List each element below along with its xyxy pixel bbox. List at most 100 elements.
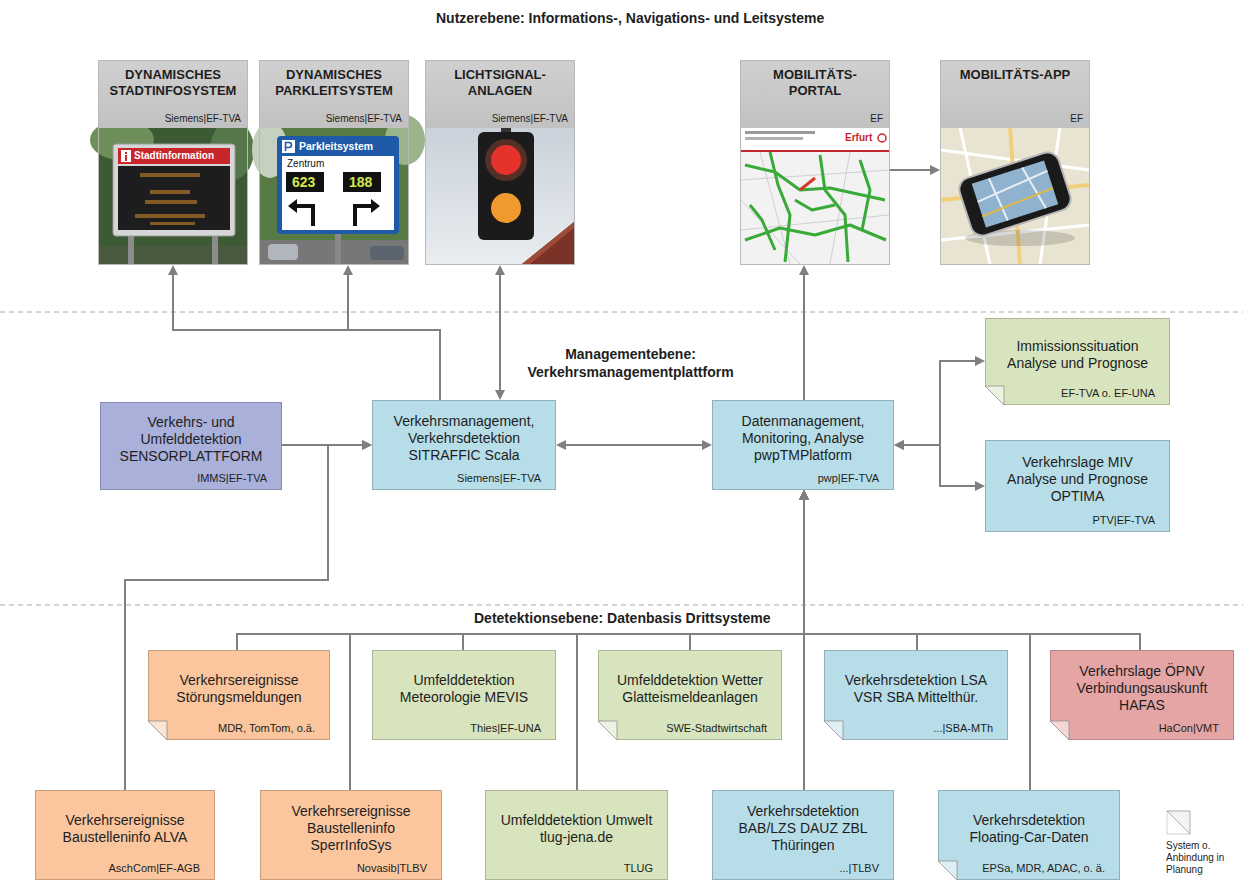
connector-line — [463, 500, 804, 650]
provider-label: AschCom|EF-AGB — [50, 862, 200, 875]
connector — [894, 440, 985, 491]
traffic-light-photo-part — [485, 139, 527, 181]
box-text: Verkehrsdetektion Floating-Car-Daten — [953, 798, 1105, 859]
fold-flap — [598, 721, 617, 740]
connector — [350, 490, 809, 790]
city-info-photo-part — [113, 144, 235, 236]
box-text: Verkehrsmanagement, Verkehrsdetektion SI… — [387, 408, 541, 469]
process-box: Umfelddetektion Wetter Glatteismeldeanla… — [598, 650, 782, 740]
card-photo-frame — [99, 128, 247, 264]
arrow-head — [556, 440, 566, 450]
arrow-head — [799, 490, 809, 500]
provider-label: Siemens|EF-TVA — [266, 113, 402, 125]
provider-label: SWE-Stadtwirtschaft — [613, 722, 767, 735]
traffic-light-photo-part — [478, 132, 534, 240]
provider-label: EF — [947, 113, 1083, 125]
planned-fold — [824, 720, 844, 740]
connector — [463, 490, 809, 650]
connector-line — [566, 444, 702, 446]
arrow-head — [799, 490, 809, 500]
mobility-portal-screenshot-part — [745, 137, 803, 140]
box-text: Umfelddetektion Meteorologie MEVIS — [387, 658, 541, 719]
fold-corner — [148, 721, 167, 740]
parking-sign-photo-part — [268, 244, 298, 260]
city-info-photo-part — [99, 246, 247, 264]
provider-label: Siemens|EF-TVA — [387, 472, 541, 485]
box-text: Umfelddetektion Umwelt tlug-jena.de — [500, 798, 653, 859]
provider-label: Siemens|EF-TVA — [105, 113, 241, 125]
city-info-photo-part — [125, 152, 127, 154]
arrow-head — [975, 481, 985, 491]
connector-line — [804, 500, 1030, 790]
connector-line — [577, 500, 804, 790]
city-info-photo-part — [118, 148, 230, 164]
connector-line — [904, 361, 975, 445]
city-info-photo-part-part — [140, 173, 200, 177]
parking-sign-photo-part — [277, 136, 399, 234]
city-info-photo-part-part — [150, 222, 195, 225]
city-info-photo-part — [135, 173, 205, 225]
box-text: Verkehrs- und Umfelddetektion SENSORPLAT… — [115, 410, 267, 469]
system-card: LICHTSIGNAL-ANLAGENSiemens|EF-TVA — [425, 60, 575, 265]
legend-fold-flap — [1167, 811, 1190, 834]
connector — [556, 440, 712, 450]
card-title: DYNAMISCHES STADTINFOSYSTEM — [105, 67, 241, 113]
arrow-head — [702, 440, 712, 450]
card-photo-frame — [426, 128, 574, 264]
box-text: Immissionssituation Analyse und Prognose — [1000, 326, 1155, 384]
connector-line — [173, 275, 440, 400]
card-title: DYNAMISCHES PARKLEITSYSTEM — [266, 67, 402, 113]
connector — [168, 265, 440, 400]
provider-label: EF — [747, 113, 883, 125]
process-box: Verkehrsereignisse Baustelleninfo SperrI… — [260, 790, 442, 880]
provider-label: pwp|EF-TVA — [727, 472, 879, 485]
traffic-light-photo-part — [426, 127, 574, 264]
parking-sign-photo-part — [286, 143, 292, 152]
arrow-head — [975, 356, 985, 366]
fold-corner — [598, 721, 617, 740]
city-info-photo-part — [128, 232, 134, 264]
arrow-head — [168, 265, 178, 275]
mobility-app-photo-part-part — [956, 149, 1073, 238]
mobility-portal-screenshot-part — [800, 178, 815, 190]
connector — [799, 490, 917, 650]
mobility-portal-screenshot-part — [741, 152, 889, 264]
card-header: MOBILITÄTS-PORTALEF — [741, 61, 889, 128]
process-box: Verkehrs- und Umfelddetektion SENSORPLAT… — [100, 402, 282, 490]
traffic-light-photo — [426, 127, 574, 264]
process-box: Verkehrsdetektion LSA VSR SBA Mittelthür… — [824, 650, 1008, 740]
process-box: Umfelddetektion Umwelt tlug-jena.deTLUG — [485, 790, 668, 880]
parking-sign-photo-part — [288, 199, 297, 213]
planned-fold — [938, 860, 958, 880]
card-title: MOBILITÄTS-APP — [947, 67, 1083, 113]
arrow-head — [799, 490, 809, 500]
connector — [495, 265, 505, 400]
connector-line — [237, 500, 804, 650]
connector-line — [350, 500, 804, 790]
connector-line — [690, 500, 804, 650]
arrow-head — [799, 490, 809, 500]
led-number: 623 — [292, 173, 315, 191]
city-info-photo-part — [118, 166, 230, 230]
process-box: Verkehrsereignisse StörungsmeldungenMDR,… — [148, 650, 330, 740]
connector — [894, 356, 985, 450]
mobility-app-photo-part — [941, 127, 1089, 264]
level-heading: Nutzerebene: Informations-, Navigations-… — [432, 9, 828, 27]
connector — [343, 265, 440, 400]
arrow-head — [799, 490, 809, 500]
level-separators-part — [0, 605, 1243, 606]
provider-label: ...|TLBV — [727, 862, 879, 875]
connector-line — [904, 445, 975, 486]
provider-label: Thies|EF-UNA — [387, 722, 541, 735]
traffic-light-photo-part — [522, 222, 574, 264]
sign-text: Stadtinformation — [134, 149, 214, 163]
fold-flap — [985, 386, 1004, 405]
mobility-portal-screenshot-part — [741, 150, 889, 152]
traffic-light-photo-part — [491, 193, 521, 223]
parking-sign-photo-part — [343, 172, 381, 192]
planned-fold — [985, 385, 1005, 405]
provider-label: PTV|EF-TVA — [1000, 514, 1155, 527]
parking-sign-photo-part — [282, 156, 394, 230]
city-info-photo-part — [125, 155, 127, 161]
